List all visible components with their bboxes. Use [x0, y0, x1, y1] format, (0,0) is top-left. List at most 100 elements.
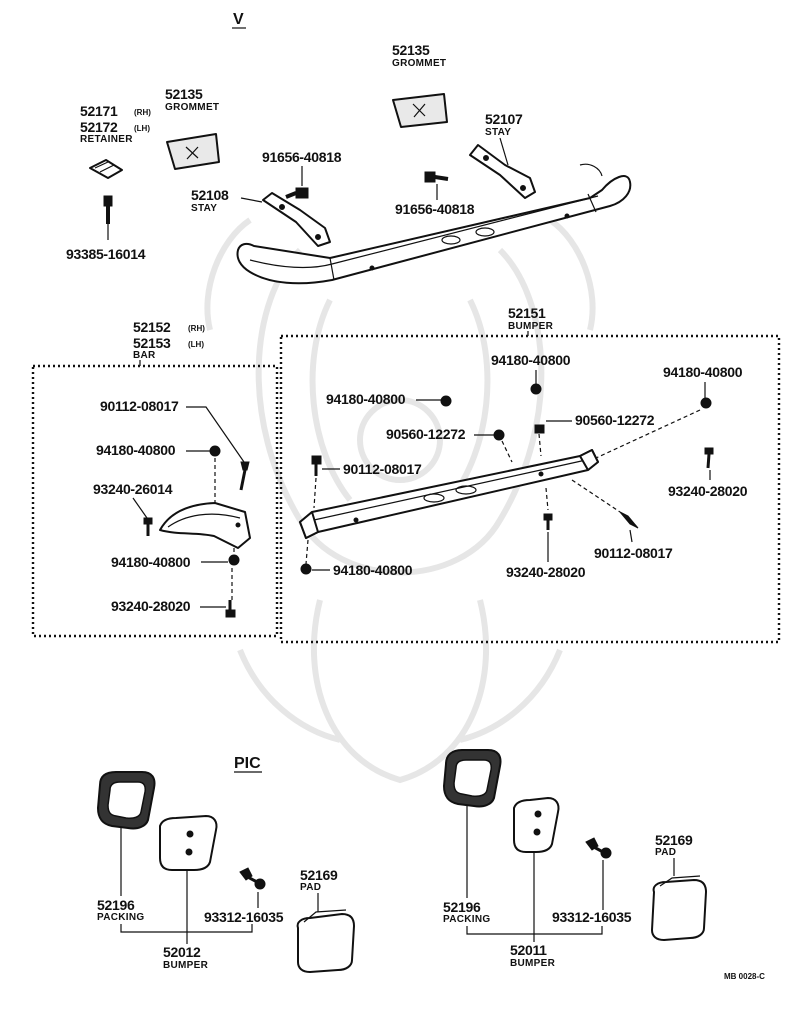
pic-left-bumper-hole-a [186, 830, 194, 838]
bumper-nut-bottom [300, 563, 312, 575]
bumper-screw-bottom-axis [545, 487, 549, 511]
bumper-nut-top [530, 383, 542, 395]
bumper-group-label: BUMPER [508, 321, 554, 332]
stay-lh-hole-a [279, 204, 285, 210]
bumper-screw-right-shank [706, 453, 711, 469]
bumper-bolt-left-axis [313, 477, 317, 509]
reinforcement-hole-a [353, 517, 359, 523]
stay-rh: 52107 STAY [469, 111, 536, 199]
bumper-nut-mid-r-axis [538, 433, 542, 457]
pic-left-bumper-number: 52012 [163, 944, 201, 960]
screw-retainer: 93385-16014 [66, 195, 146, 262]
bumper-nut-right-axis [595, 409, 701, 459]
grommet-b: 52135 GROMMET [392, 42, 448, 128]
pic-right-packing-label: PACKING [443, 914, 490, 925]
pic-right-bumper-hole-b [533, 828, 541, 836]
stay-lh-number: 52108 [191, 187, 229, 203]
bolt-a-shank [285, 191, 297, 199]
bumper-bolt-right-head [619, 511, 639, 529]
bar-bolt-shank [239, 469, 247, 491]
bumper-group-number: 52151 [508, 305, 546, 321]
bolt-a-number: 91656-40818 [262, 149, 342, 165]
watermark-emblem [204, 217, 596, 784]
retainer-number-lh: 52172 [80, 119, 118, 135]
v-bumper-hole-b [564, 213, 570, 219]
bar-group-box [31, 364, 279, 638]
bumper-bolt-left-number: 90112-08017 [343, 461, 422, 477]
bolt-b-number: 91656-40818 [395, 201, 475, 217]
bolt-a: 91656-40818 [262, 149, 342, 199]
retainer-label: RETAINER [80, 134, 133, 145]
bar-body [159, 502, 251, 549]
pic-right-bumper-label: BUMPER [510, 958, 556, 969]
bar-nut-b-number: 94180-40800 [111, 554, 191, 570]
bar-nut-a [209, 445, 221, 457]
v-bumper-end-right [579, 163, 603, 177]
stay-rh-shape [469, 144, 536, 199]
bar-body-hole [235, 522, 241, 528]
bumper-nut-mid-r-number: 90560-12272 [575, 412, 655, 428]
pic-left-screw-body [245, 874, 258, 884]
bolt-b: 91656-40818 [395, 171, 475, 217]
pic-right: 52196 PACKING 93312-16035 52011 BUMPER 5… [442, 749, 707, 969]
pic-right-screw-head [600, 847, 612, 859]
v-bumper-seam-right [587, 193, 597, 213]
bumper-nut-mid [493, 429, 505, 441]
bar-screw-b-number: 93240-28020 [111, 598, 191, 614]
pic-right-bumper-hole-a [534, 810, 542, 818]
footer-code: MB 0028-C [724, 972, 765, 981]
grommet-b-label: GROMMET [392, 58, 446, 69]
grommet-a-slot [185, 146, 199, 160]
pic-left-screw-head [254, 878, 266, 890]
pic-left-pad-number: 52169 [300, 867, 338, 883]
bumper-nut-right-number: 94180-40800 [663, 364, 743, 380]
pic-right-packing-inner [453, 759, 492, 797]
bolt-a-head [295, 187, 309, 199]
bumper-nut-right [700, 397, 712, 409]
pic-right-bumper-shape [513, 797, 560, 853]
v-bumper-slot-b [475, 227, 495, 237]
retainer-teeth [94, 161, 115, 173]
bumper-group-box [279, 334, 781, 644]
bumper-nut-mid-r [534, 424, 545, 434]
pic-right-screw-number: 93312-16035 [552, 909, 632, 925]
reinforcement-edge [313, 459, 587, 521]
reinforcement-slot-b [455, 485, 477, 495]
bar-number-rh: 52152 [133, 319, 171, 335]
bumper-screw-right-head [704, 447, 714, 455]
stay-lh-leader [240, 197, 263, 203]
bolt-b-head [424, 171, 436, 183]
section-v-title: V [233, 11, 244, 28]
stay-rh-hole-b [520, 185, 526, 191]
bar-screw-a-leader [132, 497, 148, 519]
v-bumper-seam-left [329, 257, 335, 281]
pic-left-pad-label: PAD [300, 882, 321, 893]
pic-left-packing-number: 52196 [97, 897, 135, 913]
bumper-nut-bottom-number: 94180-40800 [333, 562, 413, 578]
pic-left: 52196 PACKING 93312-16035 52012 BUMPER 5… [96, 771, 355, 973]
pic-left-bumper-shape [159, 815, 218, 871]
bumper-nut-top-number: 94180-40800 [491, 352, 571, 368]
reinforcement-end-right [579, 449, 599, 471]
stay-lh-hole-b [315, 234, 321, 240]
bumper-nut-bottom-axis [305, 539, 309, 565]
v-bumper-body [236, 163, 632, 285]
bumper-bolt-right-axis [571, 479, 621, 513]
bar-nut-a-number: 94180-40800 [96, 442, 176, 458]
pic-left-screw-number: 93312-16035 [204, 909, 284, 925]
v-bumper-shell [236, 175, 632, 285]
bumper-nut-mid-number: 90560-12272 [386, 426, 466, 442]
bar-bolt-head [240, 461, 250, 471]
bar-bolt-leader [186, 406, 245, 463]
retainer: 52171 (RH) 52172 (LH) RETAINER [80, 103, 151, 179]
grommet-a-label: GROMMET [165, 102, 219, 113]
stay-lh: 52108 STAY [191, 187, 331, 247]
bar-screw-a-head [143, 517, 153, 525]
pic-left-packing-inner [107, 781, 146, 819]
pic-right-pad-number: 52169 [655, 832, 693, 848]
pic-left-packing-label: PACKING [97, 912, 144, 923]
pic-right-bumper-number: 52011 [510, 942, 547, 958]
retainer-tag-lh: (LH) [134, 124, 150, 133]
section-pic-title: PIC [234, 755, 261, 772]
